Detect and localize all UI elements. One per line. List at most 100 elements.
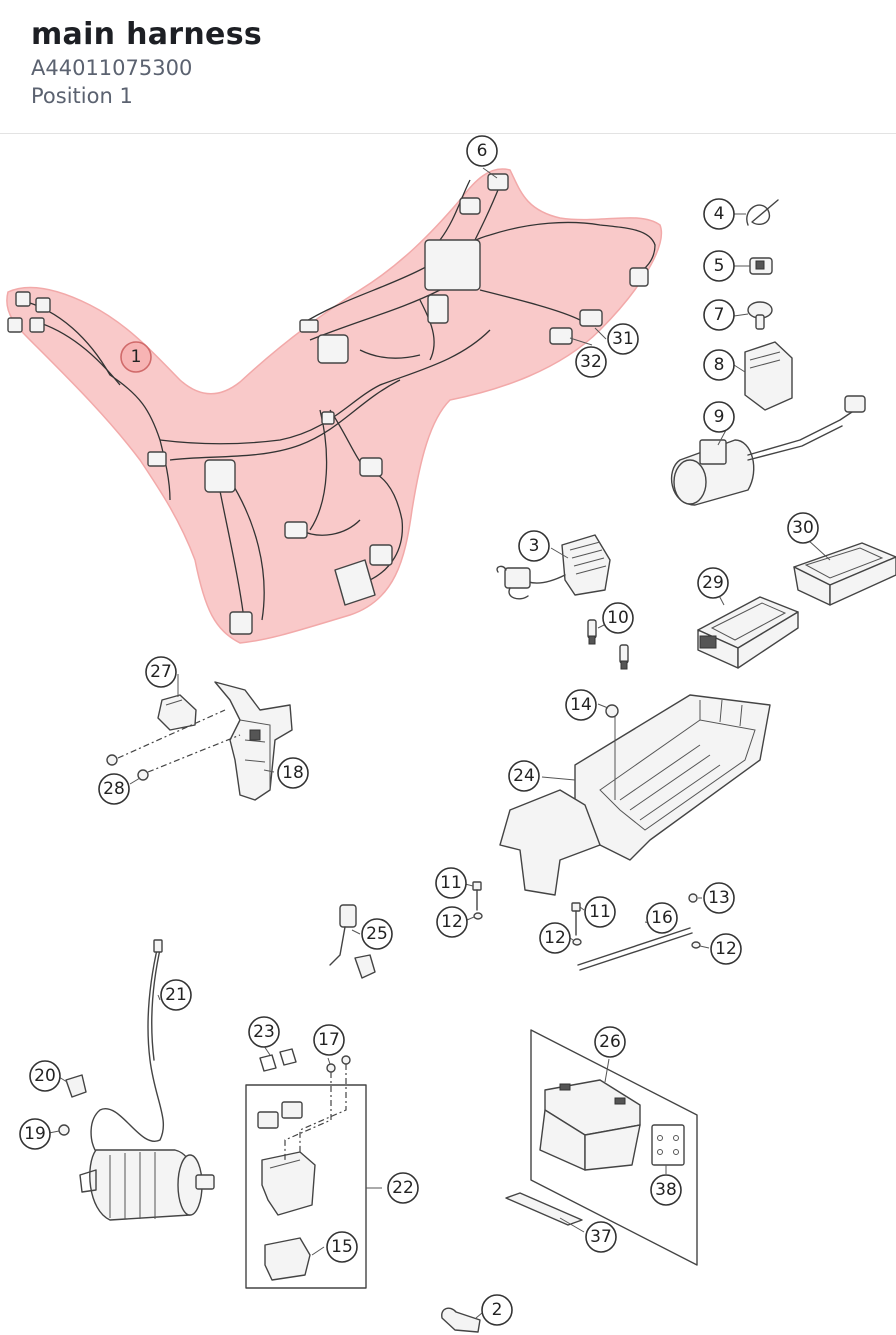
callout-15[interactable]: 15: [326, 1231, 358, 1263]
callout-4[interactable]: 4: [703, 198, 735, 230]
header: main harness A44011075300 Position 1: [0, 0, 896, 134]
callout-19[interactable]: 19: [19, 1118, 51, 1150]
part-fuse-box-cover[interactable]: [793, 542, 896, 606]
callout-17[interactable]: 17: [313, 1024, 345, 1056]
svg-text:8: 8: [714, 355, 725, 375]
callout-3[interactable]: 3: [518, 530, 550, 562]
svg-text:28: 28: [103, 779, 125, 799]
part-fuse-box[interactable]: [697, 596, 799, 669]
svg-text:15: 15: [331, 1237, 353, 1257]
harness-connectors: [7, 173, 649, 635]
svg-text:18: 18: [282, 763, 304, 783]
part-nut[interactable]: [58, 1124, 70, 1136]
svg-text:9: 9: [714, 407, 725, 427]
callout-11b[interactable]: 11: [584, 896, 616, 928]
callout-6[interactable]: 6: [466, 135, 498, 167]
svg-text:5: 5: [714, 256, 725, 276]
svg-text:20: 20: [34, 1066, 56, 1086]
svg-text:21: 21: [165, 985, 187, 1005]
callout-24[interactable]: 24: [508, 760, 540, 792]
svg-text:14: 14: [570, 695, 592, 715]
part-relay-27[interactable]: [157, 694, 197, 731]
callout-18[interactable]: 18: [277, 757, 309, 789]
part-cable-tie[interactable]: [746, 199, 779, 226]
callout-16[interactable]: 16: [646, 902, 678, 934]
svg-text:6: 6: [477, 141, 488, 161]
svg-text:11: 11: [440, 873, 462, 893]
part-regulator[interactable]: [496, 534, 611, 600]
svg-text:22: 22: [392, 1178, 414, 1198]
part-sensor[interactable]: [670, 395, 866, 506]
part-push-clip[interactable]: [747, 301, 773, 330]
svg-text:19: 19: [24, 1124, 46, 1144]
part-relay-boots[interactable]: [259, 1048, 297, 1072]
callout-13[interactable]: 13: [703, 882, 735, 914]
svg-text:13: 13: [708, 888, 730, 908]
callout-12a[interactable]: 12: [436, 906, 468, 938]
callout-1[interactable]: 1: [120, 341, 152, 373]
callout-11a[interactable]: 11: [435, 867, 467, 899]
main-harness-highlight: [6, 168, 663, 644]
callout-2[interactable]: 2: [481, 1294, 513, 1326]
callout-7[interactable]: 7: [703, 299, 735, 331]
svg-text:30: 30: [792, 518, 814, 538]
callout-38[interactable]: 38: [650, 1174, 682, 1206]
callout-10[interactable]: 10: [602, 602, 634, 634]
callout-31[interactable]: 31: [607, 323, 639, 355]
svg-text:11: 11: [589, 902, 611, 922]
part-starter-motor[interactable]: [79, 1149, 215, 1221]
callout-21[interactable]: 21: [160, 979, 192, 1011]
svg-text:24: 24: [513, 766, 535, 786]
svg-text:3: 3: [529, 536, 540, 556]
callout-25[interactable]: 25: [361, 918, 393, 950]
svg-text:12: 12: [715, 939, 737, 959]
callout-14[interactable]: 14: [565, 689, 597, 721]
svg-text:26: 26: [599, 1032, 621, 1052]
callout-26[interactable]: 26: [594, 1026, 626, 1058]
callout-23[interactable]: 23: [248, 1016, 280, 1048]
svg-text:32: 32: [580, 352, 602, 372]
svg-text:27: 27: [150, 662, 172, 682]
callout-22[interactable]: 22: [387, 1172, 419, 1204]
svg-text:31: 31: [612, 329, 634, 349]
svg-text:2: 2: [492, 1300, 503, 1320]
callout-12c[interactable]: 12: [710, 933, 742, 965]
callout-5[interactable]: 5: [703, 250, 735, 282]
callout-27[interactable]: 27: [145, 656, 177, 688]
part-cover[interactable]: [744, 341, 793, 411]
svg-text:16: 16: [651, 908, 673, 928]
part-terminal-cap[interactable]: [329, 904, 376, 979]
callout-37[interactable]: 37: [585, 1221, 617, 1253]
part-connector-2[interactable]: [441, 1307, 481, 1333]
part-screw-28[interactable]: [106, 709, 241, 781]
callout-9[interactable]: 9: [703, 401, 735, 433]
svg-text:12: 12: [544, 928, 566, 948]
callout-29[interactable]: 29: [697, 567, 729, 599]
svg-text:7: 7: [714, 305, 725, 325]
part-clip[interactable]: [749, 257, 773, 275]
part-battery-cable[interactable]: [90, 939, 164, 1151]
harness-wires: [19, 179, 656, 629]
page-title: main harness: [31, 17, 263, 52]
part-battery-strap[interactable]: [505, 1192, 583, 1226]
part-fuse[interactable]: [587, 619, 629, 670]
callout-20[interactable]: 20: [29, 1060, 61, 1092]
svg-text:38: 38: [655, 1180, 677, 1200]
svg-text:23: 23: [253, 1022, 275, 1042]
callout-12b[interactable]: 12: [539, 922, 571, 954]
part-clamp[interactable]: [65, 1074, 87, 1098]
svg-text:37: 37: [590, 1227, 612, 1247]
main-harness-part[interactable]: [6, 168, 663, 644]
part-starter-relay-kit[interactable]: [245, 1055, 367, 1289]
svg-text:17: 17: [318, 1030, 340, 1050]
callout-8[interactable]: 8: [703, 349, 735, 381]
svg-text:29: 29: [702, 573, 724, 593]
callout-32[interactable]: 32: [575, 346, 607, 378]
part-bolts[interactable]: [472, 881, 701, 971]
part-battery-kit[interactable]: [530, 1029, 698, 1266]
callout-28[interactable]: 28: [98, 773, 130, 805]
part-battery-box[interactable]: [499, 694, 771, 896]
part-bracket[interactable]: [214, 681, 293, 801]
callout-30[interactable]: 30: [787, 512, 819, 544]
callout-1-label: 1: [131, 347, 142, 367]
